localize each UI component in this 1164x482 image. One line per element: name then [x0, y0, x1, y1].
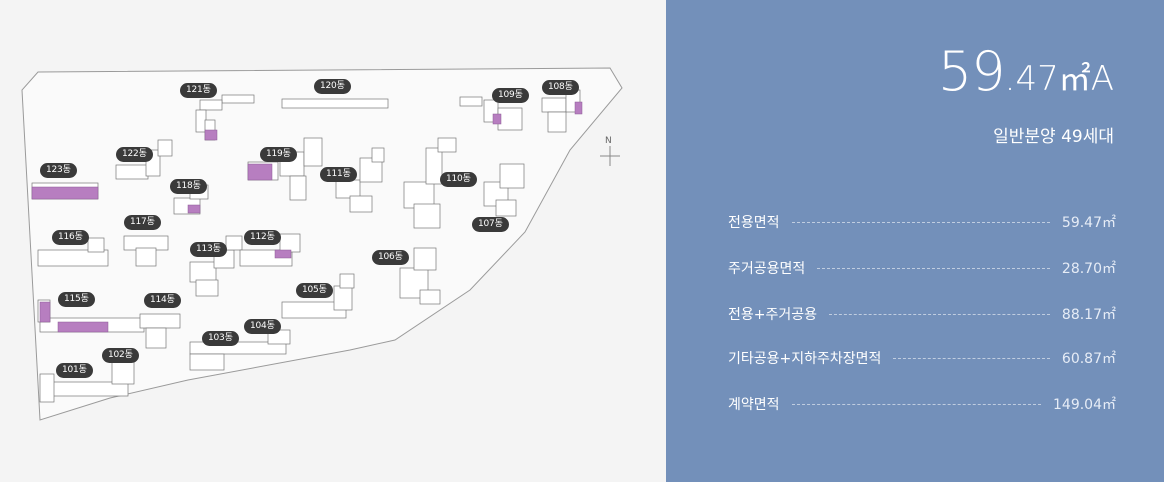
- building-label[interactable]: 109동: [492, 88, 529, 103]
- building-label[interactable]: 121동: [180, 83, 217, 98]
- building-label[interactable]: 118동: [170, 179, 207, 194]
- building-label[interactable]: 105동: [296, 283, 333, 298]
- area-value: 59.47㎡: [1061, 215, 1116, 231]
- household-count: 일반분양 49세대: [993, 127, 1114, 147]
- building-label[interactable]: 120동: [314, 79, 351, 94]
- building-label[interactable]: 116동: [52, 230, 89, 245]
- building-label[interactable]: 123동: [40, 163, 77, 178]
- compass-icon: [600, 146, 620, 166]
- building-label[interactable]: 101동: [56, 363, 93, 378]
- compass-north-label: N: [605, 136, 612, 146]
- building-label[interactable]: 119동: [260, 147, 297, 162]
- area-value: 149.04㎡: [1053, 397, 1116, 413]
- area-label: 전용+주거공용: [728, 307, 818, 323]
- unit-info-panel: 59.47㎡A 일반분양 49세대 전용면적 59.47㎡ 주거공용면적 28.…: [666, 0, 1164, 482]
- area-row-contract: 계약면적 149.04㎡: [728, 393, 1116, 415]
- unit-type: A: [1090, 59, 1114, 99]
- area-row-exclusive: 전용면적 59.47㎡: [728, 211, 1116, 233]
- area-value: 60.87㎡: [1061, 351, 1116, 367]
- building-label[interactable]: 103동: [202, 331, 239, 346]
- building-label[interactable]: 114동: [144, 293, 181, 308]
- area-label: 전용면적: [728, 215, 780, 231]
- highlighted-units: [31, 101, 583, 333]
- building-label[interactable]: 104동: [244, 319, 281, 334]
- area-value: 28.70㎡: [1061, 261, 1116, 277]
- area-row-other-common: 기타공용+지하주차장면적 60.87㎡: [728, 347, 1116, 369]
- building-label[interactable]: 106동: [372, 250, 409, 265]
- building-label[interactable]: 111동: [320, 167, 357, 182]
- area-label: 계약면적: [728, 397, 780, 413]
- leader-line: [791, 221, 1050, 223]
- unit-size-decimal: .47: [1004, 59, 1059, 99]
- site-map-panel: 121동 120동 109동 108동 122동 119동 123동 118동 111동 110동…: [21, 67, 623, 421]
- leader-line: [893, 357, 1050, 359]
- building-label[interactable]: 102동: [102, 348, 139, 363]
- building-label[interactable]: 108동: [542, 80, 579, 95]
- unit-size-title: 59.47㎡A: [938, 40, 1114, 103]
- area-row-residential-common: 주거공용면적 28.70㎡: [728, 257, 1116, 279]
- area-label: 주거공용면적: [728, 261, 806, 277]
- building-label[interactable]: 113동: [190, 242, 227, 257]
- leader-line: [829, 313, 1050, 315]
- leader-line: [791, 403, 1041, 405]
- unit-size-symbol: ㎡: [1058, 60, 1091, 98]
- building-label[interactable]: 117동: [124, 215, 161, 230]
- building-label[interactable]: 115동: [58, 292, 95, 307]
- area-label: 기타공용+지하주차장면적: [728, 351, 882, 367]
- area-row-supply: 전용+주거공용 88.17㎡: [728, 303, 1116, 325]
- leader-line: [817, 267, 1050, 269]
- building-label[interactable]: 122동: [116, 147, 153, 162]
- building-label[interactable]: 110동: [440, 172, 477, 187]
- building-label[interactable]: 112동: [244, 230, 281, 245]
- unit-size-number: 59: [937, 40, 1006, 103]
- building-label[interactable]: 107동: [472, 217, 509, 232]
- site-map: [21, 67, 623, 421]
- area-value: 88.17㎡: [1061, 307, 1116, 323]
